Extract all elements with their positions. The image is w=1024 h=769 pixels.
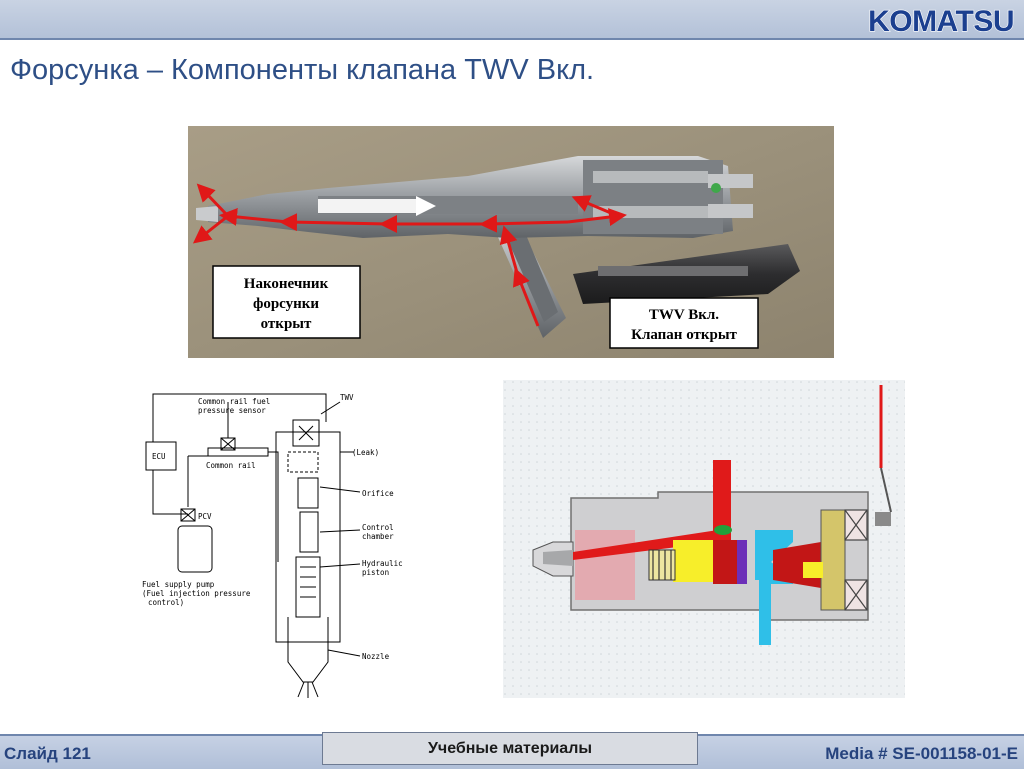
label-nozzle: Nozzle bbox=[362, 652, 390, 661]
label-twv: TWV bbox=[340, 393, 354, 402]
header-divider bbox=[0, 38, 1024, 40]
label-ecu: ECU bbox=[152, 452, 166, 461]
label-rail-sensor-1: Common rail fuel bbox=[198, 397, 270, 406]
label-control-1: Control bbox=[362, 523, 394, 532]
label-hydraulic-2: piston bbox=[362, 568, 389, 577]
label-pump-3: control) bbox=[148, 598, 184, 607]
header-band bbox=[0, 0, 1024, 38]
media-id: Media # SE-001158-01-E bbox=[825, 744, 1018, 763]
injector-cutaway-photo: Наконечник форсунки открыт TWV Вкл. Клап… bbox=[188, 126, 834, 358]
injection-system-schematic: Common rail fuel pressure sensor TWV (Le… bbox=[142, 393, 403, 698]
label-pump-1: Fuel supply pump bbox=[142, 580, 215, 589]
slide-title: Форсунка – Компоненты клапана TWV Вкл. bbox=[10, 54, 595, 86]
label-nozzle-line2: форсунки bbox=[253, 296, 319, 312]
twv-color-cutaway bbox=[503, 380, 905, 698]
label-control-2: chamber bbox=[362, 532, 394, 541]
label-orifice: Orifice bbox=[362, 489, 394, 498]
slide-number: Слайд 121 bbox=[4, 744, 91, 763]
label-hydraulic-1: Hydraulic bbox=[362, 559, 403, 568]
label-twv-line2: Клапан открыт bbox=[631, 327, 737, 343]
label-nozzle-line3: открыт bbox=[261, 316, 312, 332]
logo-text: KOMATSU bbox=[868, 5, 1014, 36]
label-leak: (Leak) bbox=[352, 448, 379, 457]
label-pcv: PCV bbox=[198, 512, 212, 521]
label-nozzle-line1: Наконечник bbox=[244, 276, 329, 292]
komatsu-logo: KOMATSU bbox=[867, 4, 1015, 36]
label-rail-sensor-2: pressure sensor bbox=[198, 406, 266, 415]
training-materials-label: Учебные материалы bbox=[322, 732, 698, 765]
label-twv-line1: TWV Вкл. bbox=[649, 307, 719, 323]
label-common-rail: Common rail bbox=[206, 461, 256, 470]
label-pump-2: (Fuel injection pressure bbox=[142, 589, 251, 598]
